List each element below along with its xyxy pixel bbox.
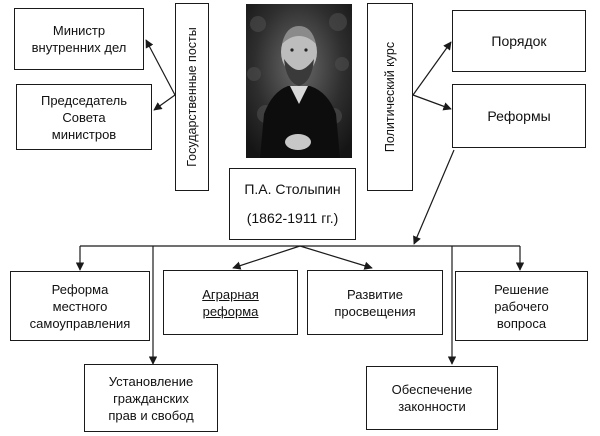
box-chairman: Председатель Совета министров (16, 84, 152, 150)
center-years: (1862-1911 гг.) (246, 210, 339, 226)
reforms-text: Реформы (487, 107, 551, 124)
box-legality: Обеспечение законности (366, 366, 498, 430)
box-policy: Политический курс (367, 3, 413, 191)
box-minister: Министр внутренних дел (14, 8, 144, 70)
portrait-image (246, 4, 352, 158)
policy-label: Политический курс (383, 41, 397, 153)
education-text: Развитие просвещения (334, 286, 416, 319)
center-name: П.А. Столыпин (244, 181, 341, 197)
box-reforms: Реформы (452, 84, 586, 148)
local-text: Реформа местного самоуправления (29, 281, 131, 331)
order-text: Порядок (491, 32, 547, 49)
box-local-government: Реформа местного самоуправления (10, 271, 150, 341)
arrow-reforms-down (413, 149, 455, 245)
chairman-text: Председатель Совета министров (40, 92, 128, 142)
law-text: Обеспечение законности (391, 382, 473, 414)
box-labor: Решение рабочего вопроса (455, 271, 588, 341)
arrow-to-chairman (153, 94, 176, 111)
arrow-to-agrarian (232, 245, 301, 270)
box-education: Развитие просвещения (307, 270, 443, 335)
minister-text: Министр внутренних дел (31, 23, 127, 55)
box-agrarian: Аграрная реформа (163, 270, 298, 335)
box-civil-rights: Установление гражданских прав и свобод (84, 364, 218, 432)
rights-text: Установление гражданских прав и свобод (108, 373, 194, 423)
box-stolypin: П.А. Столыпин (1862-1911 гг.) (229, 168, 356, 240)
labor-text: Решение рабочего вопроса (494, 281, 549, 331)
arrow-to-reforms (412, 94, 452, 111)
box-gov-posts: Государственные посты (175, 3, 209, 191)
box-order: Порядок (452, 10, 586, 72)
portrait-photo (246, 4, 352, 158)
gov-posts-label: Государственные посты (185, 27, 199, 167)
agrarian-text: Аграрная реформа (202, 286, 259, 319)
arrow-to-order (412, 41, 452, 96)
arrow-to-minister (145, 39, 176, 96)
arrow-to-education (299, 245, 373, 270)
